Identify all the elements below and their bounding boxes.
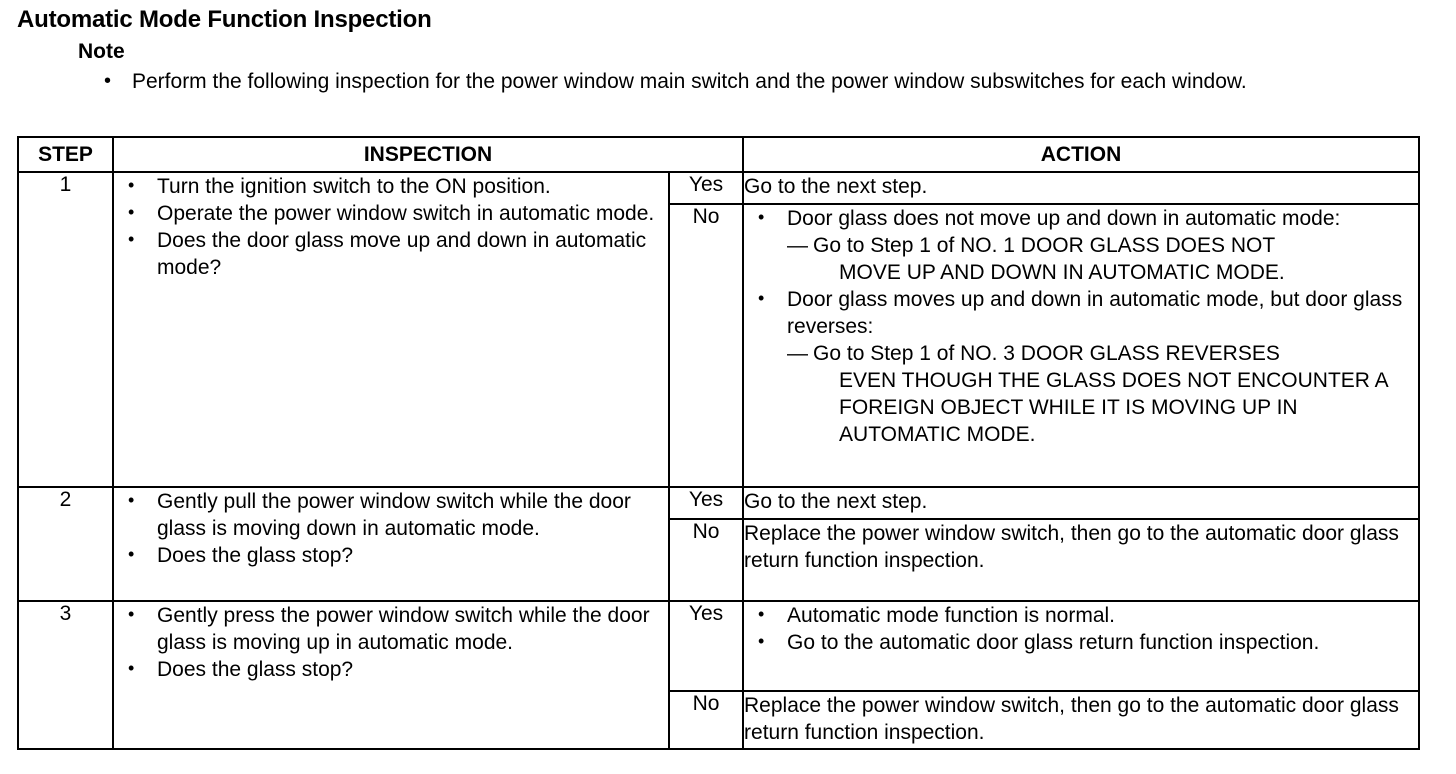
answer-label-yes: Yes [667, 600, 745, 692]
page-title: Automatic Mode Function Inspection [17, 6, 432, 33]
action-sub-dash: Go to Step 1 of NO. 1 DOOR GLASS DOES NO… [787, 232, 1418, 259]
action-cell-no: Door glass does not move up and down in … [742, 203, 1421, 488]
list-item: Does the door glass move up and down in … [114, 226, 668, 281]
bullet-icon: • [104, 70, 112, 92]
answer-label-no: No [667, 203, 745, 488]
action-cell-yes: Automatic mode function is normal. Go to… [742, 600, 1421, 692]
inspection-cell: Gently press the power window switch whi… [112, 600, 670, 750]
answer-label-no: No [667, 518, 745, 602]
list-item: Go to the automatic door glass return fu… [744, 628, 1418, 656]
action-cell-yes: Go to the next step. [742, 486, 1421, 520]
column-header-action: ACTION [742, 136, 1421, 173]
table-row: 1 Turn the ignition switch to the ON pos… [17, 171, 1421, 488]
note-bullet-item: • Perform the following inspection for t… [100, 66, 1420, 97]
action-sub-continuation: EVEN THOUGH THE GLASS DOES NOT ENCOUNTER… [839, 369, 1388, 446]
list-item: Door glass does not move up and down in … [744, 204, 1418, 286]
action-sub-dash: Go to Step 1 of NO. 3 DOOR GLASS REVERSE… [787, 340, 1418, 367]
action-sub-continuation: MOVE UP AND DOWN IN AUTOMATIC MODE. [839, 261, 1285, 284]
table-row: No Replace the power window switch, then… [18, 690, 1421, 750]
inspection-list: Gently pull the power window switch whil… [114, 487, 668, 569]
inspection-list: Turn the ignition switch to the ON posit… [114, 172, 668, 281]
list-item: Does the glass stop? [114, 655, 668, 683]
list-item: Door glass moves up and down in automati… [744, 285, 1418, 448]
answer-label-yes: Yes [667, 486, 745, 520]
table-row: 3 Gently press the power window switch w… [17, 600, 1421, 750]
note-heading: Note [78, 40, 125, 63]
action-list: Automatic mode function is normal. Go to… [744, 601, 1418, 656]
list-item: Turn the ignition switch to the ON posit… [114, 172, 668, 200]
table-row: No Door glass does not move up and down … [18, 203, 1421, 488]
table-body: 1 Turn the ignition switch to the ON pos… [17, 171, 1421, 750]
table-row: No Replace the power window switch, then… [18, 518, 1421, 602]
inspection-cell: Gently pull the power window switch whil… [112, 486, 670, 602]
list-item: Operate the power window switch in autom… [114, 199, 668, 227]
list-item: Does the glass stop? [114, 541, 668, 569]
step-number: 3 [17, 600, 114, 750]
action-cell-no: Replace the power window switch, then go… [742, 518, 1421, 602]
step-number: 1 [17, 171, 114, 488]
list-item: Gently press the power window switch whi… [114, 601, 668, 656]
inspection-table: STEP INSPECTION ACTION 1 Turn the igniti… [17, 136, 1421, 750]
action-list: Door glass does not move up and down in … [744, 204, 1418, 448]
note-text: Perform the following inspection for the… [132, 70, 1247, 93]
column-header-step: STEP [17, 136, 114, 173]
action-cell-no: Replace the power window switch, then go… [742, 690, 1421, 750]
answer-label-yes: Yes [667, 171, 745, 205]
inspection-list: Gently press the power window switch whi… [114, 601, 668, 683]
table-header: STEP INSPECTION ACTION [17, 136, 1421, 173]
action-cell-yes: Go to the next step. [742, 171, 1421, 205]
inspection-cell: Turn the ignition switch to the ON posit… [112, 171, 670, 488]
list-item: Gently pull the power window switch whil… [114, 487, 668, 542]
action-bullet-text: Door glass moves up and down in automati… [787, 288, 1403, 338]
list-item: Automatic mode function is normal. [744, 601, 1418, 629]
table-header-row: STEP INSPECTION ACTION [17, 136, 1421, 173]
answer-label-no: No [667, 690, 745, 750]
column-header-inspection: INSPECTION [111, 136, 745, 173]
action-bullet-text: Door glass does not move up and down in … [787, 207, 1341, 230]
step-number: 2 [17, 486, 114, 602]
table-row: 2 Gently pull the power window switch wh… [17, 486, 1421, 602]
